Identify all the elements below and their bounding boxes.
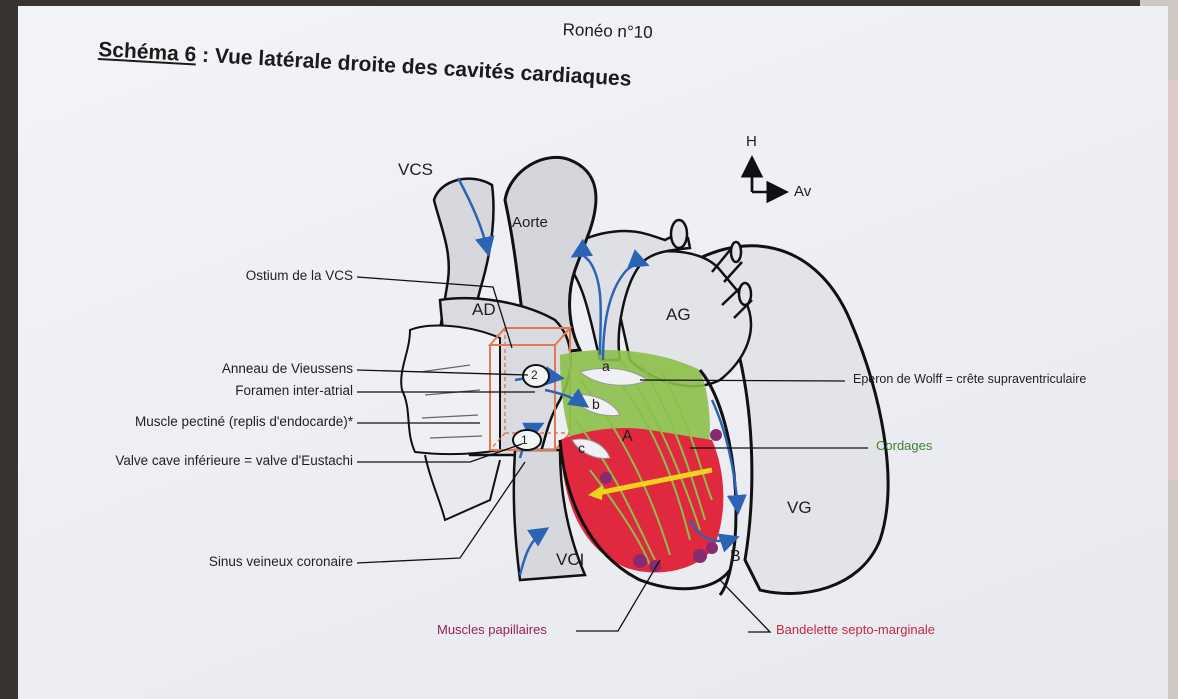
label-valve-cave-inferieure: Valve cave inférieure = valve d'Eustachi <box>115 453 353 468</box>
label-part-c: c <box>578 440 585 456</box>
right-ventricle-outline <box>558 439 732 591</box>
label-bandelette-septo-marginale: Bandelette septo-marginale <box>776 622 935 637</box>
label-part-b: b <box>592 396 600 412</box>
label-ostium-1: 1 <box>521 433 528 447</box>
papillary-muscles <box>600 429 722 572</box>
label-muscle-pectine: Muscle pectiné (replis d'endocarde)* <box>135 414 353 429</box>
label-aorte: Aorte <box>512 214 548 231</box>
pulmonary-vein-upper-end <box>729 240 743 264</box>
label-eperon-wolff: Eperon de Wolff = crête supraventriculai… <box>853 372 1087 386</box>
label-ostium-vcs: Ostium de la VCS <box>245 268 353 283</box>
yellow-arrow <box>597 467 713 496</box>
orientation-right-label: Av <box>794 183 812 200</box>
label-zone-a: A <box>622 428 633 445</box>
yellow-arrow-head <box>588 485 603 500</box>
inferior-vena-cava-shape <box>512 448 587 582</box>
pulmonary-vein-lower-end <box>737 281 753 307</box>
pulmonary-trunk-shape <box>558 229 692 362</box>
label-part-a: a <box>602 358 610 374</box>
orientation-axis <box>750 158 784 192</box>
ostium-2 <box>522 364 550 388</box>
right-auricle-shape <box>400 324 501 456</box>
label-zone-b: B <box>730 548 741 565</box>
label-ag: AG <box>666 305 691 324</box>
pulmonary-artery-end <box>669 218 689 250</box>
label-vg: VG <box>787 498 812 517</box>
pulmonary-vein-upper <box>711 249 743 283</box>
orientation-up-label: H <box>746 133 757 150</box>
label-ad: AD <box>472 300 496 319</box>
lower-vein-outline <box>424 454 501 522</box>
label-vci: VCI <box>556 550 585 569</box>
valve-leaflet-c <box>571 438 611 459</box>
label-ostium-2: 2 <box>531 368 538 382</box>
label-sinus-veineux-coronaire: Sinus veineux coronaire <box>208 554 353 569</box>
label-muscles-papillaires: Muscles papillaires <box>437 622 547 637</box>
septomarginal-band <box>560 428 724 573</box>
label-vcs: VCS <box>398 160 433 179</box>
label-cordages: Cordages <box>876 438 933 453</box>
leader-lines <box>356 276 868 633</box>
label-anneau-vieussens: Anneau de Vieussens <box>221 361 353 376</box>
label-foramen-inter-atrial: Foramen inter-atrial <box>235 383 353 398</box>
